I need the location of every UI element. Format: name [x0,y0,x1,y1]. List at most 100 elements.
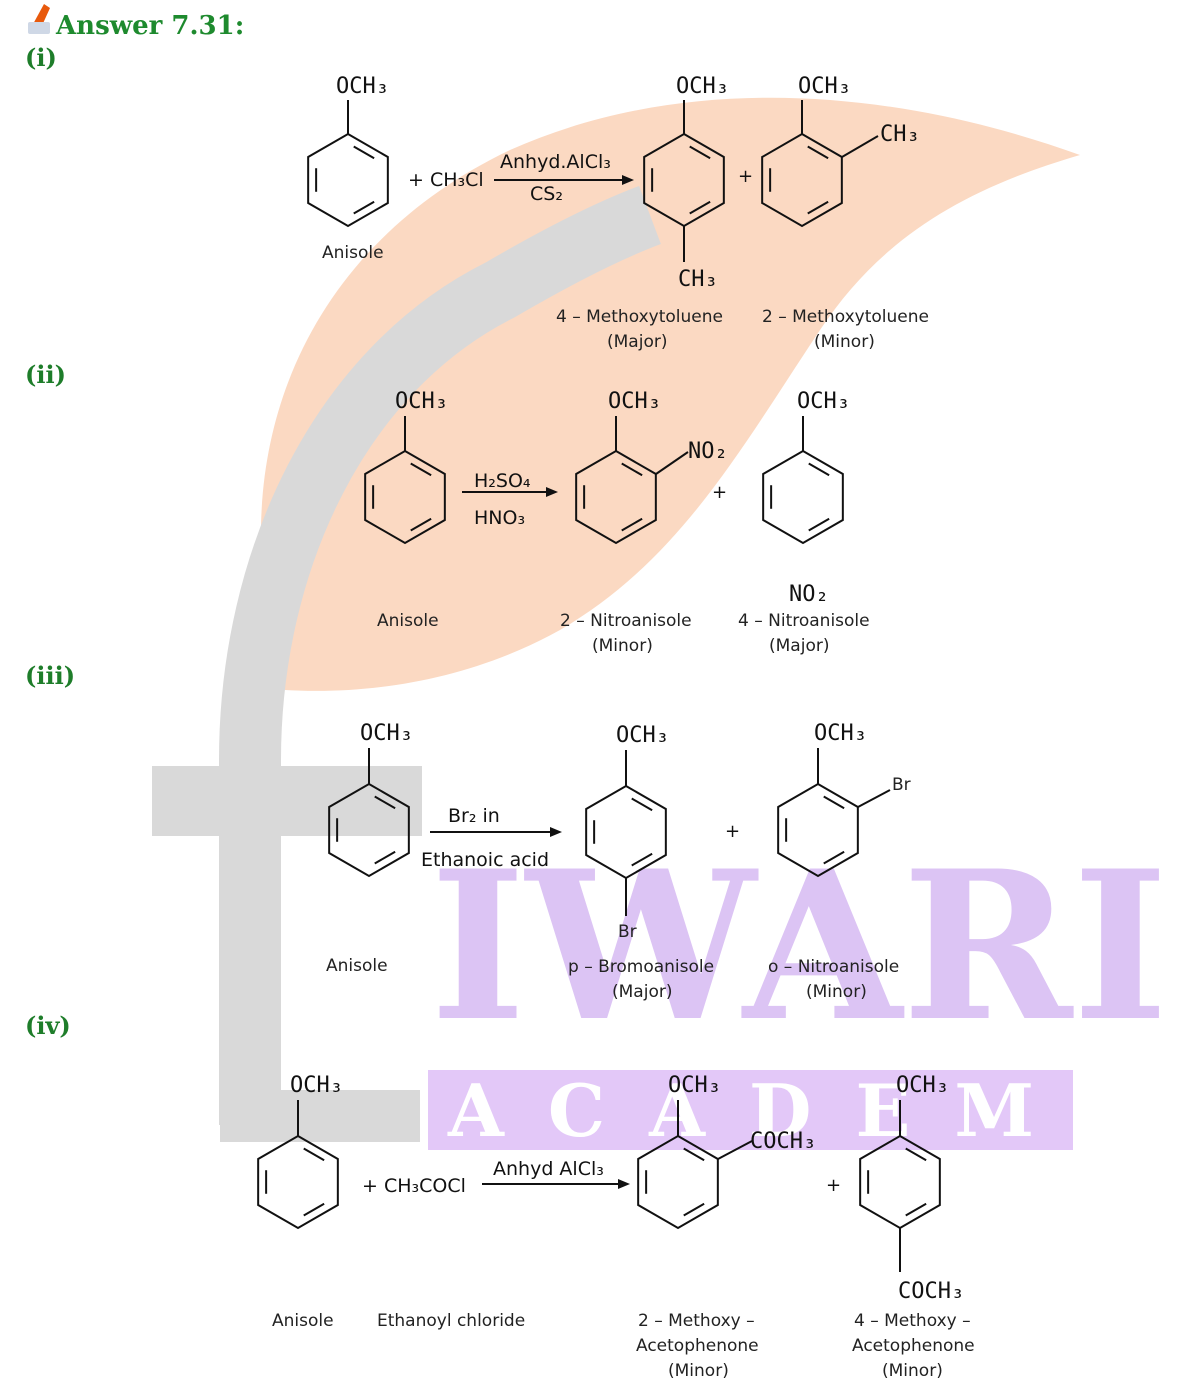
pen-icon [28,4,50,34]
iii-p2-och3: OCH₃ [814,721,867,746]
i-p2-note: (Minor) [814,332,875,352]
i-p1-note: (Major) [607,332,667,352]
iv-reactant-och3: OCH₃ [290,1073,343,1098]
ring-ii-p2-double-bond [808,517,830,532]
reaction-arrows [430,175,634,1189]
ring-i-p1-double-bond [689,145,711,160]
watermark-leaf [260,97,1080,691]
section-label-ii: (ii) [25,360,66,389]
ring-ii-p2 [762,449,844,545]
iv-p1-coch3: COCH₃ [750,1129,816,1154]
iii-plus: + [725,821,740,842]
ring-iii-reactant-hexagon [328,782,410,878]
ring-iii-p2 [777,782,859,878]
iv-p1-och3: OCH₃ [668,1073,721,1098]
ring-iv-p2-double-bond [905,1202,927,1217]
watermark-big-text: IWARI [430,827,1168,1067]
ring-ii-reactant [364,449,446,545]
bond-ii-p1-side [655,451,689,475]
iii-reactant-name: Anisole [326,956,388,976]
iii-p1-br: Br [618,922,637,942]
ring-iv-reactant-double-bond [303,1202,325,1217]
iii-reactant-och3: OCH₃ [360,721,413,746]
ii-p1-och3: OCH₃ [608,389,661,414]
iv-p2-och3: OCH₃ [896,1073,949,1098]
ring-ii-p1-double-bond [621,462,643,477]
watermark-t-curve [219,185,662,1125]
ii-condition-bottom: HNO₃ [474,507,525,529]
iv-p1-name: 2 – Methoxy – [638,1311,755,1331]
i-condition-top: Anhyd.AlCl₃ [500,151,611,173]
ring-i-reactant [307,132,389,228]
ring-iv-reactant [257,1134,339,1230]
ring-iii-reactant-double-bond [374,850,396,865]
i-p1-name: 4 – Methoxytoluene [556,307,723,327]
i-reactant-name: Anisole [322,243,384,263]
section-label-i: (i) [25,43,57,72]
ii-p2-name: 4 – Nitroanisole [738,611,870,631]
ii-p1-name: 2 – Nitroanisole [560,611,692,631]
ring-ii-p1-double-bond [621,517,643,532]
section-label-iii: (iii) [25,661,75,690]
ring-iii-p1-double-bond [631,797,653,812]
ring-ii-p1-hexagon [575,449,657,545]
ring-i-p2-double-bond [807,200,829,215]
watermark-t-bar [152,766,422,836]
iii-p1-note: (Major) [612,982,672,1002]
ring-iv-p1 [637,1134,719,1230]
iv-condition-top: Anhyd AlCl₃ [493,1158,604,1180]
i-plus: + [738,166,753,187]
ring-iv-p1-double-bond [683,1147,705,1162]
ring-iii-reactant [328,782,410,878]
ring-iii-p2-hexagon [777,782,859,878]
ring-i-reactant-double-bond [353,145,375,160]
iv-plus: + [826,1175,841,1196]
ring-i-p2-double-bond [807,145,829,160]
iv-reactant-name: Anisole [272,1311,334,1331]
ii-p1-note: (Minor) [592,636,653,656]
substituent-bonds [297,100,901,1272]
ring-iv-reactant-double-bond [303,1147,325,1162]
iv-reagent: + CH₃COCl [362,1175,466,1197]
ring-ii-reactant-double-bond [410,517,432,532]
ring-i-reactant-double-bond [353,200,375,215]
iv-p2-name: 4 – Methoxy – [854,1311,971,1331]
iii-p1-name: p – Bromoanisole [568,957,714,977]
ring-iv-p1-double-bond [683,1202,705,1217]
ring-iv-p1-hexagon [637,1134,719,1230]
iv-reagent-name: Ethanoyl chloride [377,1311,525,1331]
ring-ii-reactant-hexagon [364,449,446,545]
ii-p1-no2: NO₂ [688,439,728,464]
i-p2-ch3: CH₃ [880,122,920,147]
ring-i-p2-hexagon [761,132,843,228]
i-p1-och3: OCH₃ [676,74,729,99]
i-p1-ch3: CH₃ [678,267,718,292]
iii-p2-note: (Minor) [806,982,867,1002]
ii-p2-och3: OCH₃ [797,389,850,414]
ii-p2-no2: NO₂ [789,582,829,607]
iv-p1-name2: Acetophenone [636,1336,759,1356]
iii-p2-name: o – Nitroanisole [768,957,899,977]
ring-i-p2 [761,132,843,228]
iii-p2-br: Br [892,775,911,795]
i-reagent: + CH₃Cl [408,169,484,191]
i-p2-och3: OCH₃ [798,74,851,99]
ii-reactant-name: Anisole [377,611,439,631]
answer-title: Answer 7.31: [55,11,244,41]
iii-condition-top: Br₂ in [448,805,500,827]
section-label-iv: (iv) [25,1011,71,1040]
bond-iii-p2-side [857,789,891,808]
iii-condition-bottom: Ethanoic acid [421,849,549,871]
watermark-small-text: ACADEMY [447,1068,1173,1153]
ring-iv-reactant-hexagon [257,1134,339,1230]
watermark: IWARI ACADEMY [152,97,1173,1153]
ring-i-p1-double-bond [689,200,711,215]
bond-iv-p1-side [717,1140,753,1160]
bond-i-p2-side [841,135,879,158]
watermark-t-base [220,1090,420,1142]
ring-ii-p1 [575,449,657,545]
iv-p1-note: (Minor) [668,1361,729,1381]
i-reactant-och3: OCH₃ [336,74,389,99]
i-p2-name: 2 – Methoxytoluene [762,307,929,327]
